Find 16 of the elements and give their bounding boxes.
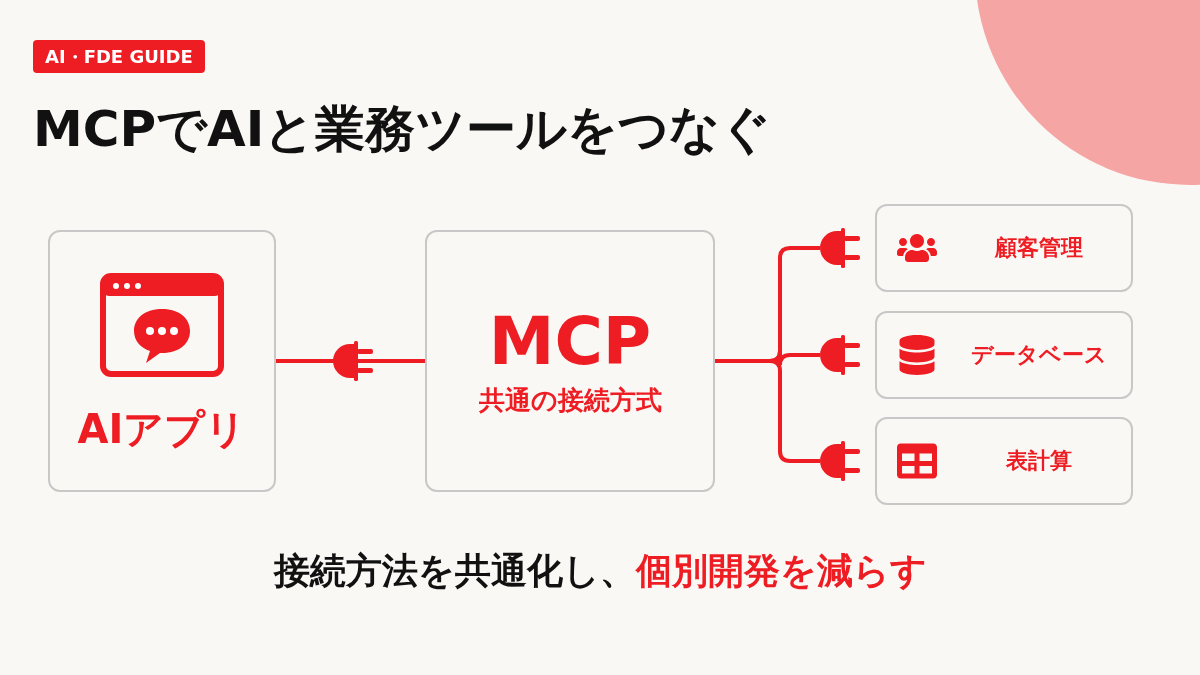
category-tag: AI・FDE GUIDE <box>33 40 205 73</box>
tool-box <box>875 311 1133 399</box>
summary-text: 接続方法を共通化し、 <box>273 553 636 589</box>
protocol-box <box>425 230 715 492</box>
app-box <box>48 230 276 492</box>
connector-line <box>715 359 860 481</box>
node-label: 顧客管理 <box>993 237 1084 259</box>
summary-highlight: 個別開発を減らす <box>635 553 927 589</box>
node-label: 表計算 <box>1005 450 1073 472</box>
tool-box <box>875 204 1133 292</box>
tool-box <box>875 417 1133 505</box>
title: MCPでAIと業務ツールをつなぐ <box>33 104 772 154</box>
node-label: データベース <box>970 344 1108 366</box>
node-subtitle: 共通の接続方式 <box>478 387 662 413</box>
node-title: AIアプリ <box>77 409 247 449</box>
node-title: MCP <box>488 309 652 375</box>
